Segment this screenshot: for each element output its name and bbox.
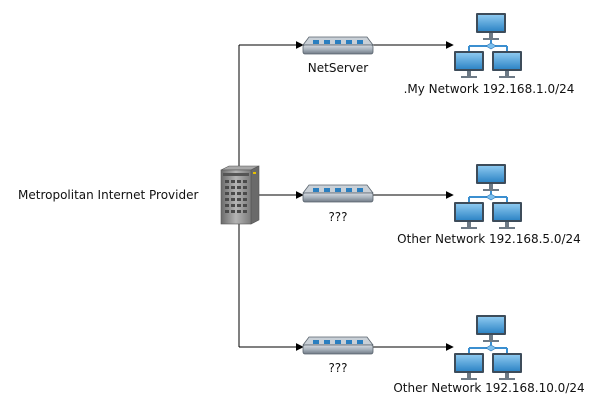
router-node-3: ??? bbox=[302, 336, 374, 375]
network-label-2: Other Network 192.168.5.0/24 bbox=[397, 232, 581, 246]
server-tower-icon bbox=[220, 165, 260, 225]
router-label-2: ??? bbox=[328, 210, 347, 224]
network-node-1: .My Network 192.168.1.0/24 bbox=[404, 13, 575, 96]
network-computers-icon bbox=[454, 315, 522, 380]
network-label-3: Other Network 192.168.10.0/24 bbox=[393, 381, 584, 395]
router-icon bbox=[302, 36, 374, 55]
provider-node: Metropolitan Internet Provider bbox=[18, 165, 260, 225]
network-label-1: .My Network 192.168.1.0/24 bbox=[404, 82, 575, 96]
router-node-1: NetServer bbox=[302, 36, 374, 75]
provider-label: Metropolitan Internet Provider bbox=[18, 188, 198, 202]
router-icon bbox=[302, 336, 374, 355]
network-computers-icon bbox=[454, 13, 522, 78]
router-icon bbox=[302, 184, 374, 203]
router-label-1: NetServer bbox=[308, 61, 368, 75]
network-node-2: Other Network 192.168.5.0/24 bbox=[397, 164, 581, 246]
router-label-3: ??? bbox=[328, 361, 347, 375]
network-computers-icon bbox=[454, 164, 522, 229]
router-node-2: ??? bbox=[302, 184, 374, 224]
network-node-3: Other Network 192.168.10.0/24 bbox=[393, 315, 585, 395]
